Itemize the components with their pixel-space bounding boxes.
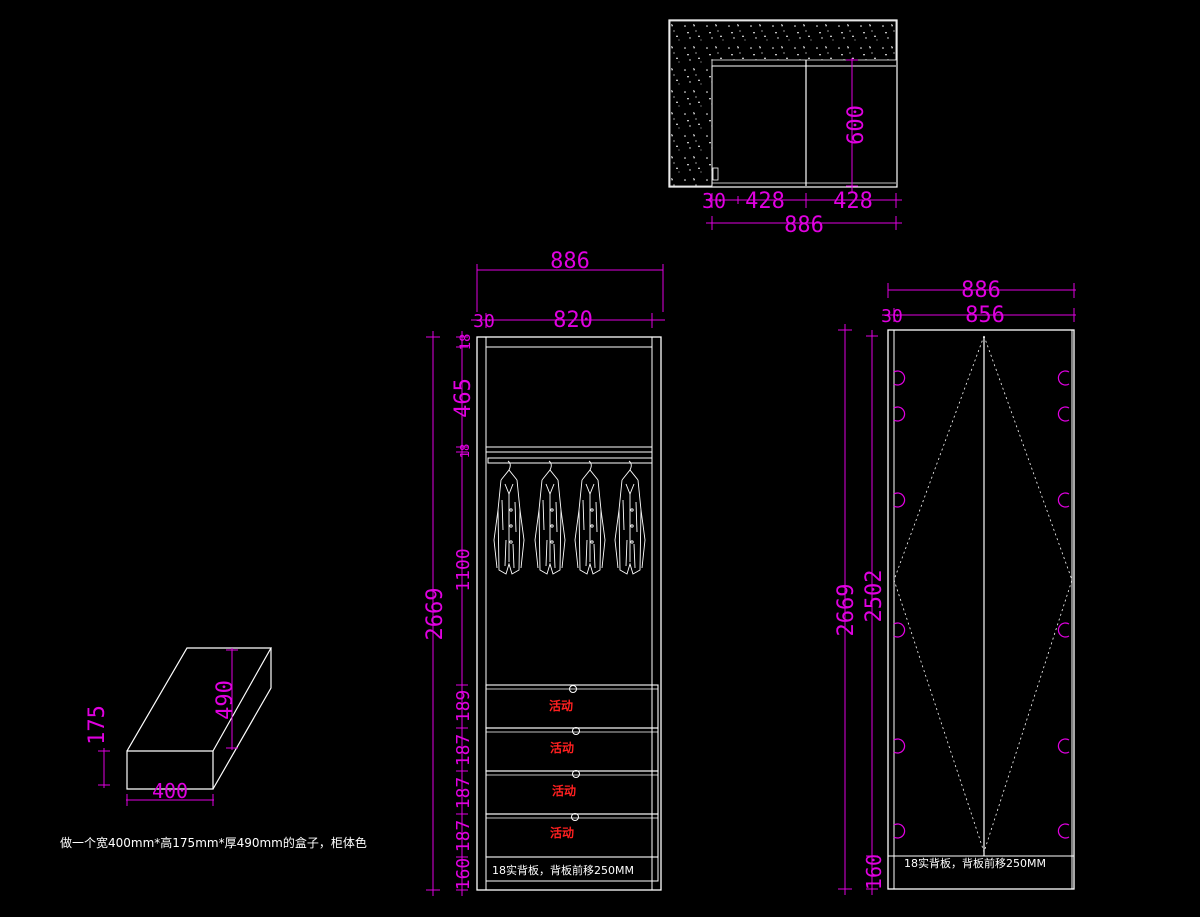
door-swing-right	[983, 335, 1073, 853]
front-base	[485, 856, 659, 882]
hinge-icon	[1057, 738, 1070, 754]
front-drawer-4-label: 187	[453, 820, 474, 853]
hinge-icon	[893, 823, 906, 839]
front-inner-width-label: 820	[553, 308, 593, 333]
front-dimensions: 886 30 820 2669 18 465 18 1100 189 187 1…	[423, 249, 665, 896]
drawer-tag: 活动	[550, 825, 574, 840]
box-top-face	[126, 647, 273, 752]
front-cabinet-outline	[476, 336, 662, 891]
door-width-label: 856	[965, 303, 1005, 328]
hinge-icon	[1057, 406, 1070, 422]
front-drawer-3-label: 187	[453, 777, 474, 810]
door-side-label: 30	[881, 306, 903, 327]
door-overall-width-label: 886	[961, 278, 1001, 303]
plan-inner-outline	[711, 65, 896, 186]
door-cabinet-outline	[887, 329, 1075, 890]
drawer-knob-icon	[572, 727, 580, 735]
plan-view	[668, 19, 898, 188]
front-drawer-1-label: 189	[453, 690, 474, 723]
front-overall-width-label: 886	[550, 249, 590, 274]
front-total-height-label: 2669	[423, 588, 448, 641]
hinge-icon	[1057, 492, 1070, 508]
plan-right-label: 428	[833, 189, 873, 214]
hanging-clothes	[493, 460, 646, 575]
hinge-icon	[893, 406, 906, 422]
box-note: 做一个宽400mm*高175mm*厚490mm的盒子，柜体色	[60, 835, 367, 850]
door-back-panel-note: 18实背板，背板前移250MM	[904, 856, 1046, 870]
hinge-icon	[893, 622, 906, 638]
box-depth-label: 490	[213, 680, 238, 720]
plan-outline	[668, 19, 898, 188]
plan-depth-label: 600	[844, 105, 869, 145]
front-back-panel-note: 18实背板，背板前移250MM	[492, 863, 634, 877]
front-elevation	[476, 336, 662, 891]
box-dimensions: 175 490 400	[85, 648, 238, 806]
front-drawer-2-label: 187	[453, 734, 474, 767]
door-swing-left	[893, 335, 985, 853]
front-base-label: 160	[453, 858, 474, 891]
hinge-icon	[893, 738, 906, 754]
drawer-tag: 活动	[549, 698, 573, 713]
hanging-rail	[487, 457, 653, 464]
front-drawer-tags: 活动 活动 活动 活动 18实背板，背板前移250MM	[492, 698, 634, 877]
plan-left-label: 428	[745, 189, 785, 214]
door-height-label: 2502	[862, 570, 887, 623]
drawer-knob-icon	[571, 813, 579, 821]
front-top-panel-label: 18	[458, 334, 474, 351]
hinge-icon	[1057, 823, 1070, 839]
door-total-height-label: 2669	[834, 584, 859, 637]
drawer-knob-icon	[572, 770, 580, 778]
plan-side-label: 30	[702, 189, 726, 213]
plan-dimensions: 600 30 428 428 886	[702, 58, 902, 238]
front-side-label: 30	[473, 311, 495, 332]
door-dimensions: 886 30 856 2669 2502 160	[834, 278, 1076, 895]
drawer-tag: 活动	[552, 783, 576, 798]
front-shelf-label: 18	[458, 444, 472, 458]
plan-stone-wall	[669, 20, 897, 187]
hinge-icon	[893, 370, 906, 386]
hinge-icon	[1057, 370, 1070, 386]
door-elevation	[887, 329, 1075, 890]
door-base-label: 160	[862, 854, 886, 890]
box-width-label: 400	[152, 779, 188, 803]
box-height-label: 175	[85, 705, 110, 745]
plan-total-label: 886	[784, 213, 824, 238]
drawer-tag: 活动	[550, 740, 574, 755]
box-detail	[126, 647, 273, 790]
plan-hinge-mark	[712, 167, 719, 181]
hinge-icon	[1057, 622, 1070, 638]
door-hinges	[893, 370, 1070, 839]
front-hanging-label: 1100	[453, 548, 474, 591]
hinge-icon	[893, 492, 906, 508]
front-upper-compartment-label: 465	[451, 378, 476, 418]
box-side-face	[212, 648, 272, 790]
drawer-knob-icon	[569, 685, 577, 693]
